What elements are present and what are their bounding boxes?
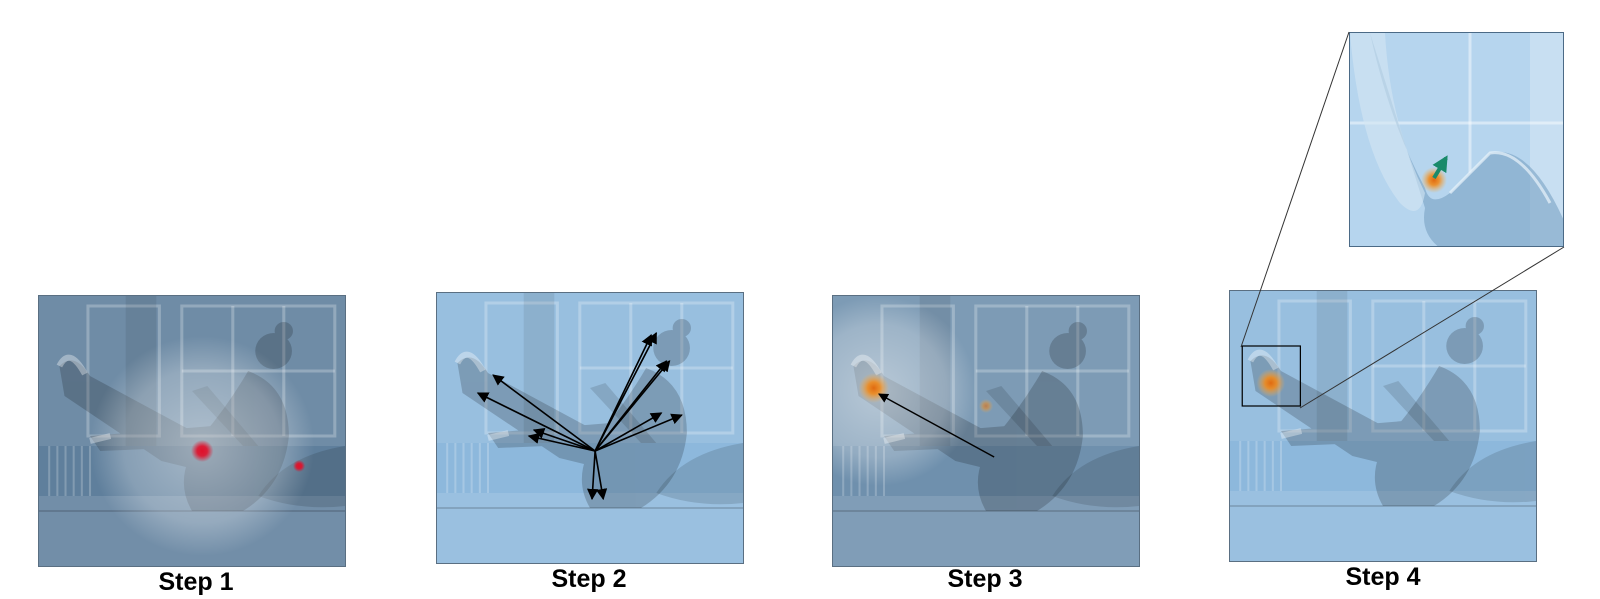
green-direction-arrow (1432, 155, 1448, 180)
step-4-label: Step 4 (1345, 563, 1421, 591)
step-3-image (832, 295, 1140, 567)
arrow (492, 374, 596, 452)
step-1-label: Step 1 (158, 568, 234, 596)
arrow (527, 432, 596, 452)
step-2-label: Step 2 (551, 565, 627, 593)
step-4-image (1229, 290, 1537, 562)
red-marker-primary (190, 440, 214, 462)
focus-spotlight (833, 296, 976, 486)
trajectory-arrow (878, 393, 995, 458)
step-2-image (436, 292, 744, 564)
orange-marker-faint (978, 399, 994, 413)
arrow (594, 332, 658, 452)
zoom-inset (1349, 32, 1564, 247)
arrow (594, 413, 683, 452)
step-3-label: Step 3 (947, 565, 1023, 593)
arrow (476, 392, 596, 452)
arrow (594, 450, 608, 501)
orange-marker-zoomed (1421, 167, 1447, 193)
orange-marker (858, 373, 890, 403)
arrow (594, 360, 671, 452)
arrow (532, 428, 596, 452)
direction-arrows (476, 332, 683, 501)
step-1-image (38, 295, 346, 567)
orange-marker (1256, 369, 1286, 397)
arrow (594, 412, 663, 452)
arrow (586, 450, 599, 501)
red-marker-secondary (292, 460, 306, 472)
